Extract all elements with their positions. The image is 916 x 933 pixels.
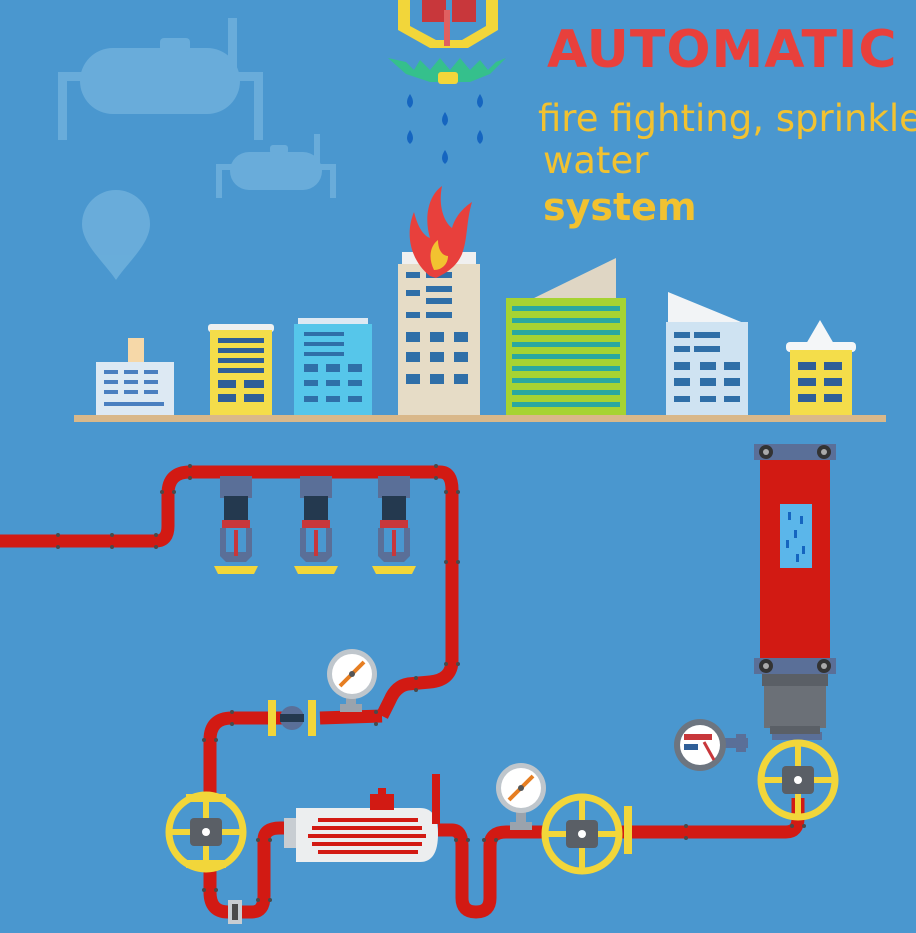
background-decor [58,18,336,280]
title-automatic: AUTOMATIC [547,20,898,80]
droplet-icon [477,130,483,144]
pipe-joints [56,464,806,902]
sprinkler-head-icon [214,476,258,574]
building-cyan [294,318,372,416]
building-yellow-small [786,320,856,416]
building-yellow [208,324,274,416]
top-sprinkler-icon [388,0,506,84]
building-small-blue [96,338,174,416]
water-droplets [407,94,483,164]
handwheel-valve-middle-icon [541,793,632,875]
building-green [506,258,626,416]
building-light-blue [666,292,748,416]
pressure-gauge-lower-icon [496,763,546,830]
pipe-network [0,465,805,919]
pipe-main-left [0,465,459,719]
sprinkler-heads [214,476,416,574]
sprinkler-head-icon [372,476,416,574]
sprinkler-head-icon [294,476,338,574]
handwheel-valve-right-icon [757,732,839,821]
water-meter-icon [674,719,748,771]
inline-valve-icon [268,700,316,736]
map-pin-icon [82,190,150,280]
fire-flame-icon [409,186,472,278]
water-tank-icon [754,444,836,734]
handwheel-valve-left-icon [165,791,247,873]
background-tank-large-icon [58,18,263,140]
droplet-icon [407,130,413,144]
subtitle-line-1: fire fighting, sprinkler [538,97,916,140]
pipe-coupler-icon [228,900,242,924]
subtitle-line-2: water [543,139,649,182]
droplet-icon [407,94,413,108]
pressure-gauge-upper-icon [327,649,377,712]
pipe-valve-run [203,709,383,800]
pump-tank-icon [284,774,440,862]
droplet-icon [442,112,448,126]
droplet-icon [477,94,483,108]
subtitle-line-3: system [543,185,697,229]
ground-line [74,415,886,422]
droplet-icon [442,150,448,164]
background-tank-small-icon [216,134,336,198]
building-tall-beige [398,252,480,416]
pipe-tank-out [438,823,548,919]
pipe-lower-left [203,821,290,919]
buildings [74,186,886,422]
